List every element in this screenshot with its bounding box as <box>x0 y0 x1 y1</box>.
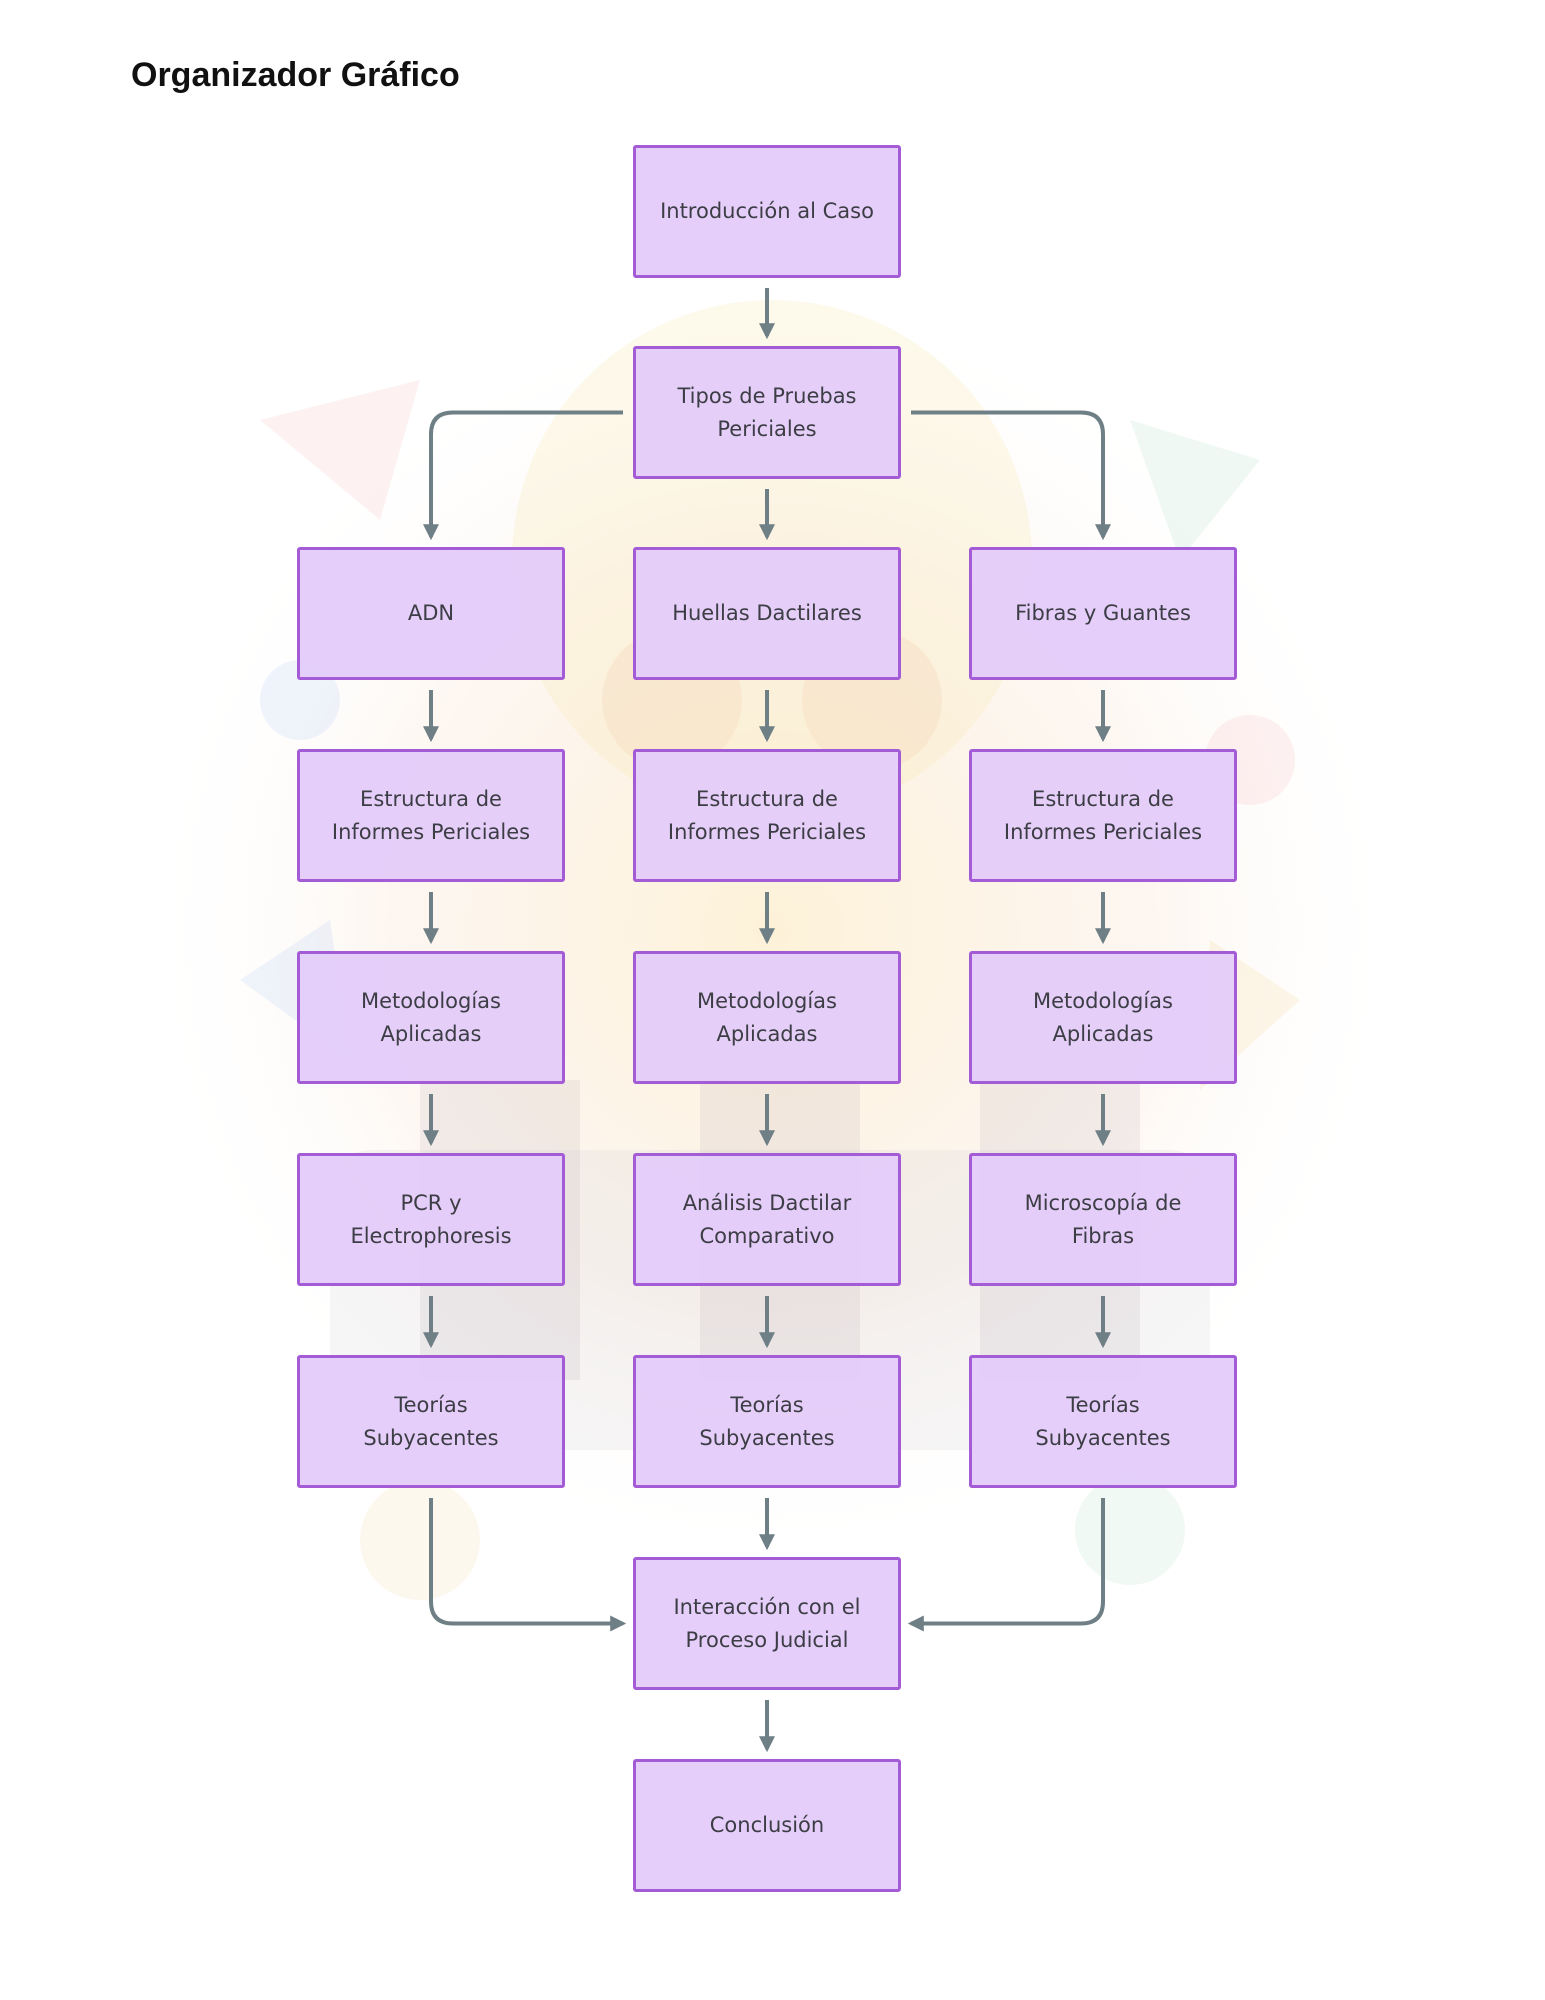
node-interaccion-proceso-judicial: Interacción con el Proceso Judicial <box>633 1557 901 1690</box>
node-estructura-informes-adn: Estructura de Informes Periciales <box>297 749 565 882</box>
node-metodologias-fibras: Metodologías Aplicadas <box>969 951 1237 1084</box>
connector-teo1-to-interaccion <box>429 1498 627 1632</box>
connector-tipos-to-adn <box>423 410 623 541</box>
connector-tipos-to-fibras <box>911 410 1111 541</box>
node-adn: ADN <box>297 547 565 680</box>
node-metodologias-huellas: Metodologías Aplicadas <box>633 951 901 1084</box>
node-pcr-electrophoresis: PCR y Electrophoresis <box>297 1153 565 1286</box>
node-teorias-huellas: Teorías Subyacentes <box>633 1355 901 1488</box>
connector-teo3-to-interaccion <box>907 1498 1105 1632</box>
node-introduccion: Introducción al Caso <box>633 145 901 278</box>
node-teorias-adn: Teorías Subyacentes <box>297 1355 565 1488</box>
node-conclusion: Conclusión <box>633 1759 901 1892</box>
node-estructura-informes-fibras: Estructura de Informes Periciales <box>969 749 1237 882</box>
node-estructura-informes-huellas: Estructura de Informes Periciales <box>633 749 901 882</box>
page-title: Organizador Gráfico <box>131 56 460 94</box>
node-fibras-y-guantes: Fibras y Guantes <box>969 547 1237 680</box>
node-huellas-dactilares: Huellas Dactilares <box>633 547 901 680</box>
node-metodologias-adn: Metodologías Aplicadas <box>297 951 565 1084</box>
node-analisis-dactilar: Análisis Dactilar Comparativo <box>633 1153 901 1286</box>
node-tipos-de-pruebas: Tipos de Pruebas Periciales <box>633 346 901 479</box>
node-microscopia-fibras: Microscopía de Fibras <box>969 1153 1237 1286</box>
node-teorias-fibras: Teorías Subyacentes <box>969 1355 1237 1488</box>
